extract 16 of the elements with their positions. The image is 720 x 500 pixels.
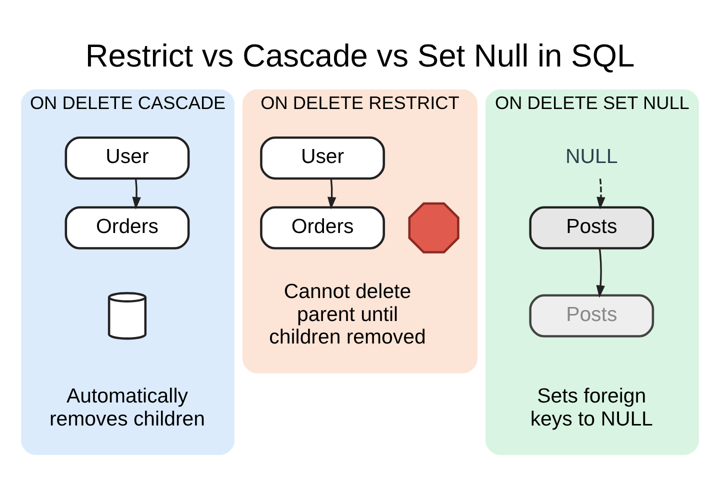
node-box: User (260, 136, 385, 180)
node-box: User (64, 136, 190, 180)
arrow (132, 178, 141, 210)
arrow (596, 178, 606, 210)
node-box: Posts (529, 206, 654, 250)
node-text: Automatically removes children (49, 386, 205, 430)
node-text: NULL (566, 146, 618, 168)
node-box: Posts (529, 294, 654, 338)
node-box: Orders (64, 206, 190, 250)
node-box: Orders (260, 206, 385, 250)
node-text: Sets foreign keys to NULL (530, 386, 653, 430)
diagram-title: Restrict vs Cascade vs Set Null in SQL (85, 38, 635, 74)
node-octagon (408, 202, 460, 254)
arrow (596, 248, 605, 298)
node-text: Cannot delete parent until children removed (269, 281, 426, 349)
arrow (328, 178, 336, 210)
